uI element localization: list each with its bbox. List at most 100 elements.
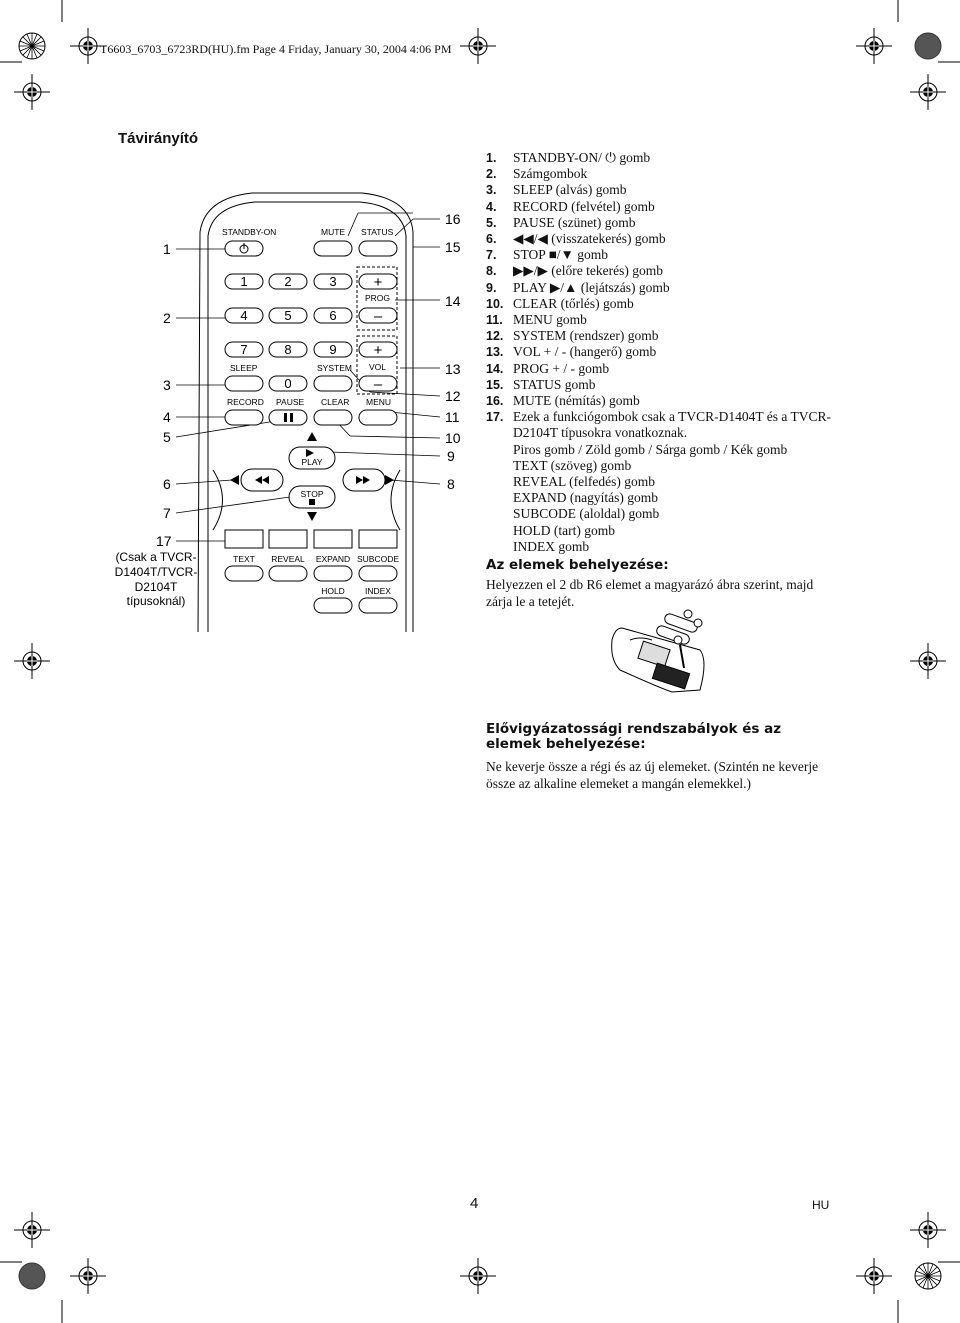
digit-8-label: 8 <box>284 342 291 357</box>
digit-6-label: 6 <box>329 308 336 323</box>
reveal-button[interactable] <box>268 565 308 582</box>
vol-minus-button[interactable] <box>358 375 398 392</box>
callout-7: 7 <box>163 505 171 521</box>
page-number: 4 <box>470 1195 479 1212</box>
list-item-text: CLEAR (tőrlés) gomb <box>513 295 634 311</box>
list-item-number: 17. <box>486 410 504 425</box>
text-button[interactable] <box>224 565 264 582</box>
callout-3: 3 <box>163 377 171 393</box>
list-item-text: ◀◀/◀ (visszatekerés) gomb <box>513 231 666 247</box>
clear-button[interactable] <box>313 409 353 426</box>
list-item-number: 7. <box>486 248 497 263</box>
blue-button[interactable] <box>358 529 398 549</box>
list-item: 1.STANDBY-ON/ ⏻ gomb <box>486 150 836 166</box>
battery-heading: Az elemek behelyezése: <box>486 557 669 573</box>
play-button[interactable]: PLAY <box>288 446 336 470</box>
battery-instructions: Helyezzen el 2 db R6 elemet a magyarázó … <box>486 577 814 609</box>
system-button[interactable] <box>313 375 353 392</box>
prog-minus-button[interactable] <box>358 307 398 324</box>
label-expand: EXPAND <box>316 554 350 564</box>
list-item-text: SLEEP (alvás) gomb <box>513 182 627 198</box>
list-item-number: 10. <box>486 296 504 311</box>
list-item: 17.Ezek a funkciógombok csak a TVCR-D140… <box>486 409 836 441</box>
list-item: 14.PROG + / - gomb <box>486 361 836 377</box>
green-button[interactable] <box>268 529 308 549</box>
label-prog: PROG <box>365 293 390 303</box>
stop-icon <box>309 499 315 505</box>
label-system: SYSTEM <box>317 363 352 373</box>
index-button[interactable] <box>358 597 398 614</box>
left-arrow-icon <box>230 475 239 485</box>
prog-plus-button[interactable] <box>358 273 398 290</box>
label-standby-on: STANDBY-ON <box>222 227 276 237</box>
list-item: 3.SLEEP (alvás) gomb <box>486 182 836 198</box>
digit-8-button[interactable] <box>268 341 308 358</box>
list-item-text: VOL + / - (hangerő) gomb <box>513 344 657 360</box>
pause-button[interactable] <box>268 409 308 426</box>
digit-0-button[interactable] <box>268 375 308 392</box>
label-stop: STOP <box>301 489 324 499</box>
callout-9: 9 <box>447 448 455 464</box>
hold-button[interactable] <box>313 597 353 614</box>
callout-11: 11 <box>445 409 460 425</box>
mute-button[interactable] <box>313 240 353 257</box>
sleep-button[interactable] <box>224 375 264 392</box>
list-item-text: PAUSE (szünet) gomb <box>513 214 636 230</box>
label-clear: CLEAR <box>321 397 349 407</box>
list-item-number: 6. <box>486 232 497 247</box>
menu-button[interactable] <box>358 409 398 426</box>
label-record: RECORD <box>227 397 264 407</box>
prog-minus-label: – <box>374 308 383 325</box>
vol-minus-label: – <box>374 376 383 393</box>
rewind-button[interactable] <box>240 468 284 492</box>
stop-button[interactable]: STOP <box>288 485 336 509</box>
list-item: 9.PLAY ▶/▲ (lejátszás) gomb <box>486 280 836 296</box>
digit-6-button[interactable] <box>313 307 353 324</box>
digit-2-button[interactable] <box>268 273 308 290</box>
sub-list-item: INDEX gomb <box>513 538 590 554</box>
list-item-text: PROG + / - gomb <box>513 360 610 376</box>
red-button[interactable] <box>224 529 264 549</box>
sub-list-item: Piros gomb / Zöld gomb / Sárga gomb / Ké… <box>513 441 788 457</box>
list-item-text: STANDBY-ON/ ⏻ gomb <box>513 150 651 165</box>
list-item: 15.STATUS gomb <box>486 377 836 393</box>
callout-16: 16 <box>445 211 461 227</box>
section-title: Távirányító <box>118 130 199 147</box>
yellow-button[interactable] <box>313 529 353 549</box>
callout-4: 4 <box>163 409 171 425</box>
digit-5-button[interactable] <box>268 307 308 324</box>
fast-forward-icon <box>356 476 370 484</box>
label-sleep: SLEEP <box>230 363 258 373</box>
label-mute: MUTE <box>321 227 345 237</box>
callout-5: 5 <box>163 429 171 445</box>
record-button[interactable] <box>224 409 264 426</box>
label-reveal: REVEAL <box>271 554 305 564</box>
subcode-button[interactable] <box>358 565 398 582</box>
label-hold: HOLD <box>321 586 345 596</box>
digit-4-label: 4 <box>240 308 247 323</box>
safety-text: Ne keverje össze a régi és az új elemeke… <box>486 759 819 791</box>
status-button[interactable] <box>358 240 398 257</box>
digit-1-button[interactable] <box>224 273 264 290</box>
expand-button[interactable] <box>313 565 353 582</box>
label-pause: PAUSE <box>276 397 305 407</box>
digit-3-button[interactable] <box>313 273 353 290</box>
sub-list-item: SUBCODE (aloldal) gomb <box>513 506 660 522</box>
fast-forward-button[interactable] <box>342 468 386 492</box>
vol-plus-button[interactable] <box>358 341 398 358</box>
standby-button[interactable] <box>224 240 264 257</box>
list-item-text: ▶▶/▶ (előre tekerés) gomb <box>513 263 663 279</box>
callout-14: 14 <box>445 293 461 309</box>
list-item-text: PLAY ▶/▲ (lejátszás) gomb <box>513 279 670 295</box>
rewind-icon <box>255 476 269 484</box>
safety-heading-line1: Elővigyázatossági rendszabályok és az <box>486 721 782 737</box>
digit-7-button[interactable] <box>224 341 264 358</box>
label-subcode: SUBCODE <box>357 554 399 564</box>
battery-insertion-illustration <box>611 609 705 693</box>
list-item-number: 5. <box>486 215 497 230</box>
digit-9-button[interactable] <box>313 341 353 358</box>
digit-4-button[interactable] <box>224 307 264 324</box>
list-item-text: STATUS gomb <box>513 376 596 392</box>
list-item: 13.VOL + / - (hangerő) gomb <box>486 344 836 360</box>
